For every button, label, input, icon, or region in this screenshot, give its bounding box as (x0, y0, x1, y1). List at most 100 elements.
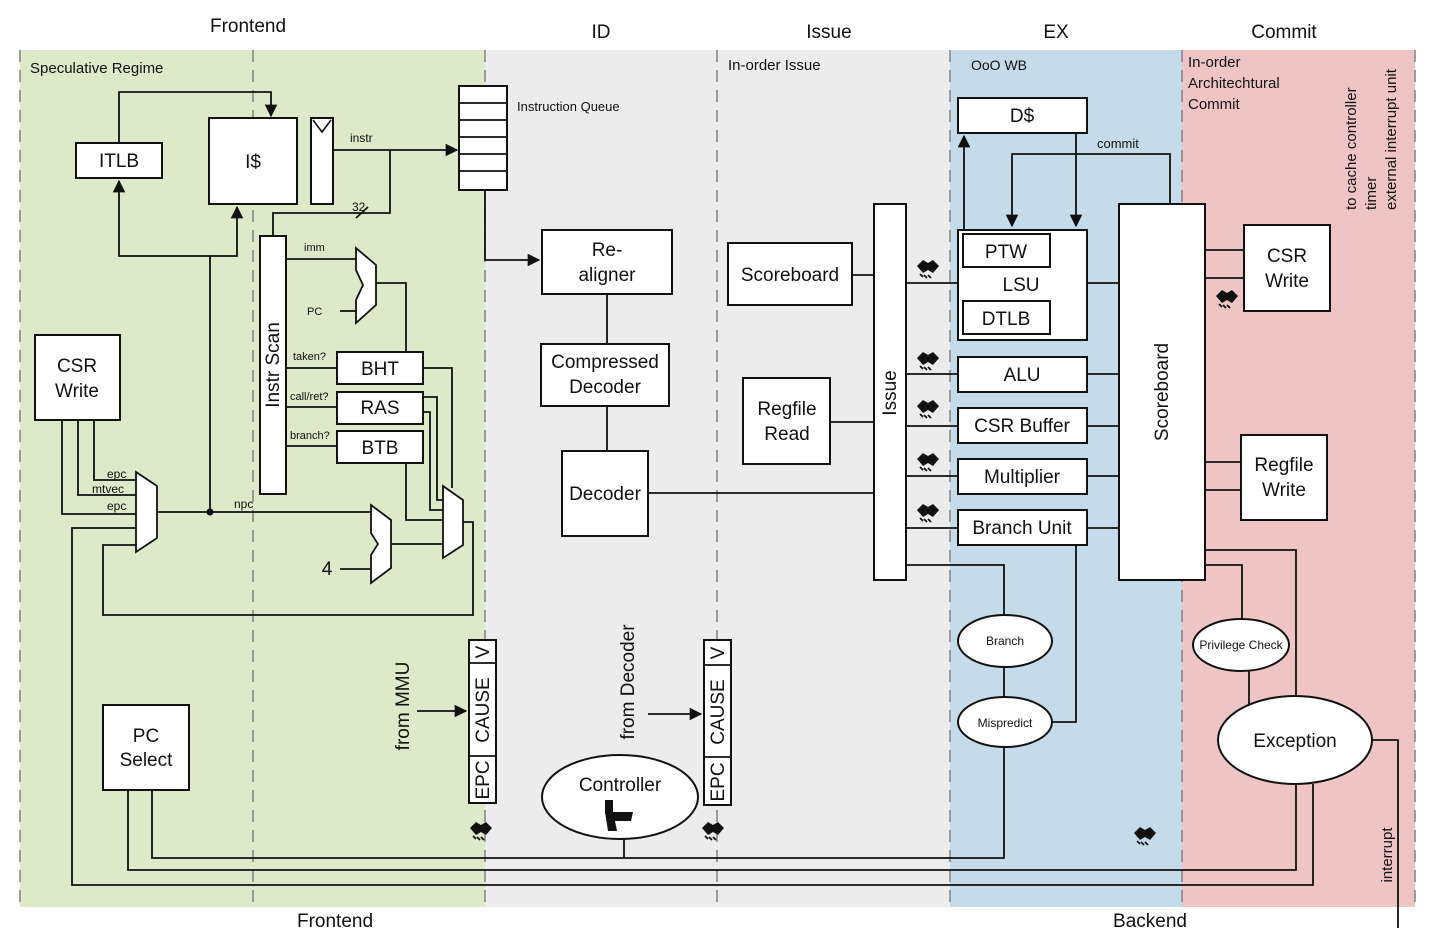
realigner-block: Re- aligner (541, 229, 673, 295)
commit-csr-label-1: CSR (1267, 246, 1307, 267)
privilege-check-label: Privilege Check (1199, 638, 1283, 652)
multiplier-block: Multiplier (957, 458, 1088, 495)
issue-scoreboard-block: Scoreboard (727, 242, 853, 306)
issue-label: Issue (880, 370, 901, 415)
lsu-block: PTW LSU DTLB (957, 229, 1088, 341)
icache-label: I$ (245, 152, 261, 173)
const-four-label: 4 (322, 559, 333, 580)
itlb-label: ITLB (99, 151, 139, 172)
ooo-wb-label: OoO WB (971, 57, 1027, 73)
commit-caption-line3: Commit (1188, 96, 1240, 113)
id-exception-register: V CAUSE EPC (703, 639, 732, 806)
stage-ex-title: EX (1043, 22, 1069, 43)
branch-unit-label: Branch Unit (972, 518, 1072, 539)
mispredict-label: Mispredict (978, 716, 1033, 730)
pc-mux (135, 470, 158, 554)
multiplier-label: Multiplier (984, 467, 1061, 488)
itlb-block: ITLB (75, 142, 163, 179)
alu-block: ALU (957, 356, 1088, 393)
branch-q-label: branch? (290, 430, 330, 442)
pc-input-label: PC (307, 306, 322, 318)
pc-select-block: PC Select (102, 704, 190, 791)
commit-caption-line2: Architechtural (1188, 75, 1280, 92)
frontend-csr-write-block: CSR Write (34, 334, 121, 421)
frontend-exception-register: V CAUSE EPC (468, 639, 497, 804)
toilet-icon (605, 800, 633, 831)
bus-width-label: 32 (352, 200, 366, 214)
csr-buffer-label: CSR Buffer (974, 416, 1070, 437)
stage-frontend-title: Frontend (210, 16, 286, 37)
frontend-csr-label-2: Write (55, 381, 99, 402)
inorder-issue-label: In-order Issue (728, 57, 821, 74)
instr-label: instr (350, 131, 373, 145)
frontend-cause-label: CAUSE (473, 677, 494, 742)
regfile-write-block: Regfile Write (1240, 434, 1328, 521)
stage-commit-title: Commit (1251, 22, 1317, 43)
decoder-block: Decoder (561, 450, 649, 537)
commit-scoreboard-label: Scoreboard (1152, 343, 1173, 441)
ptw-label: PTW (985, 242, 1027, 263)
to-cache-controller-label: to cache controller (1343, 87, 1360, 210)
instr-scan-label: Instr Scan (263, 322, 284, 408)
epc-label-1: epc (107, 467, 126, 481)
dcache-block: D$ (957, 97, 1088, 134)
compressed-decoder-block: Compressed Decoder (540, 343, 670, 407)
dtlb-block (962, 300, 1051, 335)
controller-block: Controller (541, 754, 699, 840)
instruction-queue (458, 85, 508, 191)
fetch-register (310, 117, 334, 205)
branch-target-adder (355, 246, 377, 326)
lsu-label: LSU (1003, 275, 1040, 296)
bottom-frontend-label: Frontend (297, 911, 373, 932)
regfile-read-label-2: Read (764, 424, 809, 445)
ras-block: RAS (336, 391, 424, 425)
bht-block: BHT (336, 351, 424, 385)
timer-label: timer (1363, 177, 1380, 210)
realigner-label-1: Re- (592, 240, 623, 261)
regfile-write-label-2: Write (1262, 480, 1306, 501)
exception-ellipse: Exception (1217, 695, 1373, 785)
commit-caption-line1: In-order (1188, 54, 1241, 71)
icache-block: I$ (208, 117, 298, 205)
imm-label: imm (304, 242, 325, 254)
stage-id-title: ID (592, 22, 611, 43)
instruction-queue-label: Instruction Queue (517, 99, 620, 114)
commit-csr-label-2: Write (1265, 271, 1309, 292)
callret-label: call/ret? (290, 391, 329, 403)
id-epc-label: EPC (708, 762, 729, 801)
bottom-backend-label: Backend (1113, 911, 1187, 932)
commit-wire-label: commit (1097, 136, 1139, 151)
exception-label: Exception (1253, 731, 1336, 752)
id-v-label: V (708, 646, 729, 659)
controller-label: Controller (579, 775, 662, 796)
pc-select-label-1: PC (133, 726, 159, 747)
compressed-decoder-label-1: Compressed (551, 352, 659, 373)
commit-csr-write-block: CSR Write (1243, 224, 1331, 312)
csr-buffer-block: CSR Buffer (957, 407, 1088, 444)
regfile-write-label-1: Regfile (1254, 455, 1313, 476)
issue-block: Issue (873, 203, 907, 581)
from-decoder-label: from Decoder (618, 624, 639, 740)
speculative-regime-label: Speculative Regime (30, 60, 163, 77)
commit-scoreboard-block: Scoreboard (1118, 203, 1206, 581)
branch-ellipse: Branch (957, 614, 1053, 668)
mtvec-label: mtvec (92, 482, 124, 496)
compressed-decoder-label-2: Decoder (569, 377, 641, 398)
regfile-read-block: Regfile Read (742, 377, 831, 465)
dtlb-label: DTLB (982, 309, 1031, 330)
decoder-label: Decoder (569, 484, 641, 505)
npc-label: npc (234, 497, 253, 511)
taken-label: taken? (293, 351, 326, 363)
from-mmu-label: from MMU (393, 662, 414, 751)
alu-label: ALU (1004, 365, 1041, 386)
epc-label-2: epc (107, 499, 126, 513)
dcache-label: D$ (1010, 106, 1035, 127)
issue-scoreboard-label: Scoreboard (741, 265, 839, 286)
btb-label: BTB (362, 438, 399, 459)
id-cause-label: CAUSE (708, 679, 729, 744)
btb-block: BTB (336, 430, 424, 464)
frontend-v-label: V (473, 645, 494, 658)
privilege-check-ellipse: Privilege Check (1192, 618, 1290, 672)
